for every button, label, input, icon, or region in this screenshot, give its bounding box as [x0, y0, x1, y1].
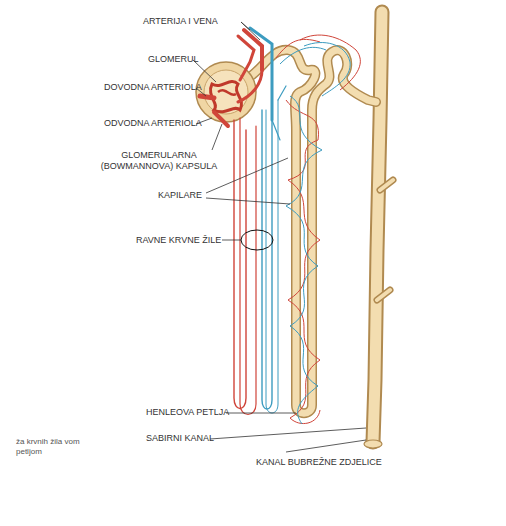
cropped-note: ža krvnih žila vom petljom — [16, 437, 86, 457]
part-label: SABIRNI KANAL — [146, 433, 214, 444]
part-label: RAVNE KRVNE ŽILE — [136, 235, 221, 246]
nephron-tubule — [248, 50, 376, 413]
blood-vessels — [200, 28, 286, 415]
part-label: ODVODNA ARTERIOLA — [104, 118, 202, 129]
part-label: HENLEOVA PETLJA — [146, 407, 229, 418]
capillaries — [276, 35, 360, 424]
collecting-duct — [364, 12, 393, 448]
part-label: GLOMERUL — [148, 54, 199, 65]
part-label: KANAL BUBREŽNE ZDJELICE — [256, 457, 382, 468]
part-label: ARTERIJA I VENA — [143, 16, 218, 27]
part-label: DOVODNA ARTERIOLA — [104, 82, 202, 93]
part-label: KAPILARE — [158, 190, 202, 201]
part-label: GLOMERULARNA (BOWMANNOVA) KAPSULA — [96, 150, 222, 172]
